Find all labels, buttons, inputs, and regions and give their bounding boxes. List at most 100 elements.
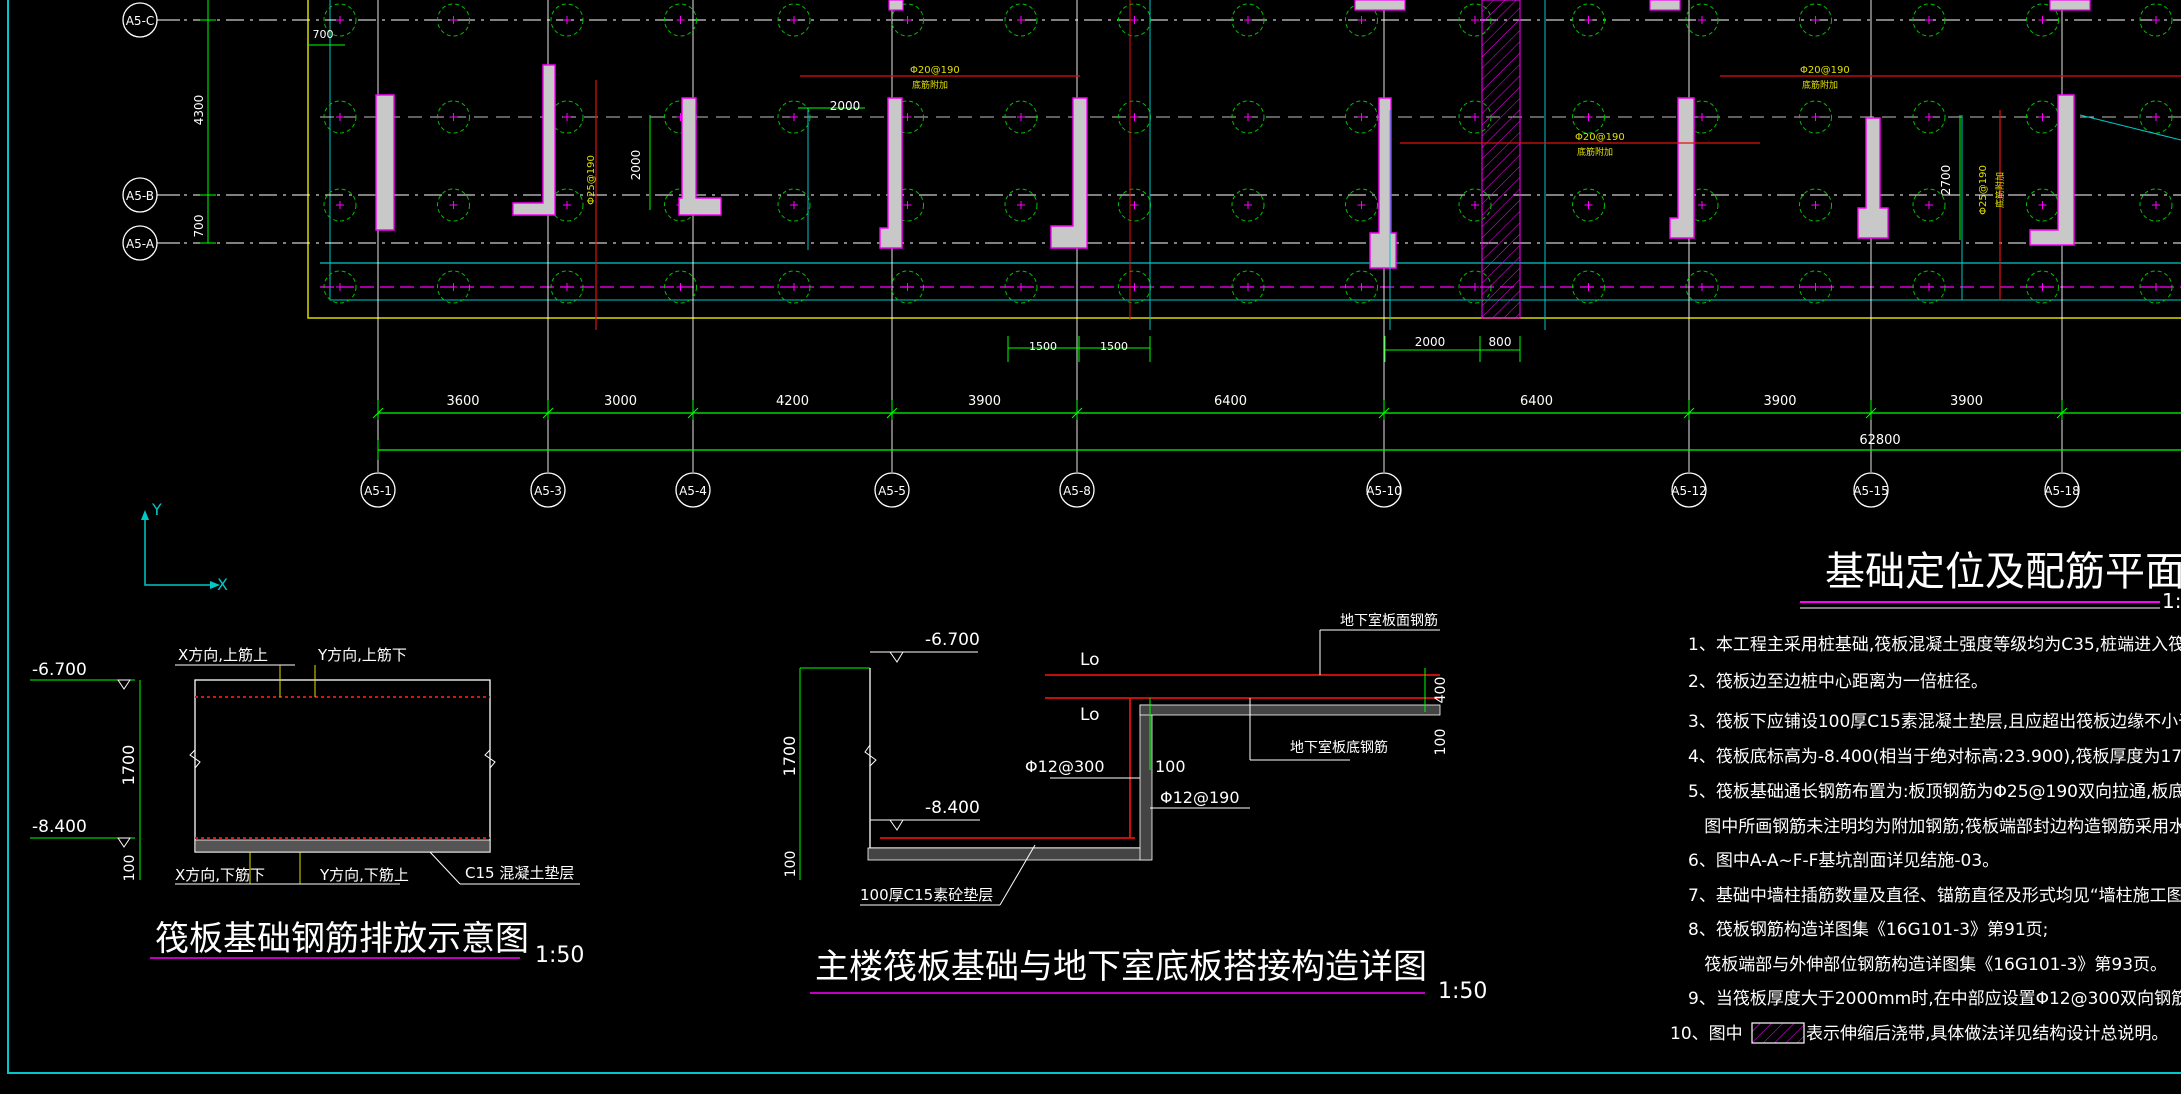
d1-cushion-dim: 100: [122, 855, 138, 882]
rebar-note-8: Φ25@190: [1978, 165, 1989, 215]
d2-step-dim: 100: [1155, 757, 1186, 776]
col-axis-bubble: A5-8: [1059, 472, 1095, 508]
pile: [437, 3, 470, 37]
plan-scale: 1:: [2162, 589, 2181, 613]
row-axis-label: A5-B: [126, 189, 154, 203]
wall-column: [375, 94, 395, 231]
d1-elev-top: -6.700: [32, 660, 87, 680]
wall-column: [1649, 0, 1681, 11]
detail-raft-rebar: -6.700 -8.400 1700 100 X方向,上筋上 Y方向,上筋下 X…: [30, 646, 584, 968]
drawing-frame: [7, 0, 2181, 1074]
pile: [1799, 270, 1832, 304]
pile: [1458, 100, 1492, 134]
note-8b: 筏板端部与外伸部位钢筋构造详图集《16G101-3》第93页。: [1688, 955, 2167, 975]
left-dim-4300: 4300: [192, 95, 206, 126]
note-2: 2、筏板边至边桩中心距离为一倍桩径。: [1688, 672, 1988, 692]
d1-scale: 1:50: [535, 943, 584, 968]
d2-bar1: Φ12@300: [1025, 757, 1105, 776]
pile: [1345, 100, 1378, 134]
row-axis-bubble: A5-B: [122, 177, 180, 213]
pile: [1572, 188, 1605, 222]
d1-title: 筏板基础钢筋排放示意图: [155, 919, 529, 959]
pile: [2139, 3, 2173, 37]
pile: [664, 270, 697, 304]
pile: [1912, 270, 1946, 304]
d2-elev-top: -6.700: [925, 630, 980, 650]
pile: [1458, 188, 1492, 222]
d2-slab-top: 地下室板面钢筋: [1340, 612, 1438, 629]
pile: [1912, 3, 1946, 37]
post-pour-legend-swatch: [1751, 1022, 1805, 1044]
raft-outline: [307, 0, 2181, 319]
pile: [1004, 188, 1038, 222]
pile: [437, 100, 470, 134]
col-axis-bubble: A5-4: [675, 472, 711, 508]
pile: [1345, 3, 1378, 37]
plan-title: 基础定位及配筋平面: [1825, 549, 2181, 595]
bay-dim: 3900: [1763, 394, 1796, 409]
rebar-note-2: 底筋附加: [912, 79, 948, 91]
pile: [550, 3, 584, 37]
local-dim-800: 800: [1489, 335, 1512, 349]
ucs-icon: Y X: [141, 500, 228, 594]
col-axis-label: A5-15: [1853, 484, 1888, 498]
pile: [1799, 3, 1832, 37]
pile: [1004, 100, 1038, 134]
local-dim-2000: 2000: [1415, 335, 1446, 349]
d2-cushion-dim: 100: [783, 851, 799, 878]
left-dim-700: 700: [192, 215, 206, 238]
wall-column: [1050, 97, 1088, 249]
col-axis-bubble: A5-1: [360, 472, 396, 508]
pile: [891, 270, 924, 304]
bay-dim: 3900: [968, 394, 1001, 409]
local-dim-1500a: 1500: [1029, 340, 1057, 353]
note-8: 8、筏板钢筋构造详图集《16G101-3》第91页;: [1688, 920, 2048, 940]
note-1: 1、本工程主采用桩基础,筏板混凝土强度等级均为C35,桩端进入筏板50mm。: [1688, 635, 2181, 655]
d2-lap2: Lo: [1080, 705, 1100, 725]
pile: [2026, 270, 2059, 304]
pile: [777, 188, 811, 222]
pile: [1458, 3, 1492, 37]
guide-line: [2079, 114, 2181, 141]
pile: [323, 270, 357, 304]
rebar-note-6: Φ20@190: [1800, 65, 1850, 76]
pile: [437, 270, 470, 304]
local-dim-2000c: 2000: [629, 150, 643, 181]
local-dim-2700: 2700: [1939, 165, 1953, 196]
wall-column: [678, 97, 722, 216]
wall-column: [1669, 97, 1695, 239]
note-3: 3、筏板下应铺设100厚C15素混凝土垫层,且应超出筏板边缘不小于100mm。: [1688, 712, 2181, 732]
pile: [323, 3, 357, 37]
rebar-note-9: 底筋附加: [1994, 172, 2006, 208]
pile: [1231, 270, 1265, 304]
col-axis-label: A5-1: [364, 484, 392, 498]
ucs-y-label: Y: [151, 500, 162, 519]
wall-column: [2029, 94, 2075, 246]
pile: [1685, 270, 1719, 304]
pile: [891, 3, 924, 37]
row-axis-label: A5-A: [126, 237, 155, 251]
d2-slab-bot: 地下室板底钢筋: [1290, 739, 1388, 756]
pile: [1458, 270, 1492, 304]
rebar-note-1: Φ20@190: [910, 65, 960, 76]
pile: [550, 270, 584, 304]
d2-bar2: Φ12@190: [1160, 788, 1240, 807]
wall-column: [2049, 0, 2091, 11]
pile: [1799, 188, 1832, 222]
col-axis-bubble: A5-12: [1671, 472, 1707, 508]
d1-x-top: X方向,上筋上: [178, 646, 268, 664]
col-axis-bubble: A5-15: [1853, 472, 1889, 508]
pile: [1004, 270, 1038, 304]
rebar-note-4: Φ20@190: [1575, 132, 1625, 143]
d2-slab-dim2: 100: [1433, 729, 1449, 756]
total-dim: 62800: [1859, 433, 1900, 448]
wall-column: [512, 64, 556, 216]
pile: [1572, 270, 1605, 304]
wall-column: [1857, 117, 1889, 239]
d1-elev-bot: -8.400: [32, 817, 87, 837]
col-axis-bubble: A5-10: [1366, 472, 1402, 508]
d1-cushion-label: C15 混凝土垫层: [465, 864, 574, 882]
col-axis-bubble: A5-3: [530, 472, 566, 508]
note-5: 5、筏板基础通长钢筋布置为:板顶钢筋为Φ25@190双向拉通,板底钢筋为Φ25@…: [1688, 782, 2181, 802]
